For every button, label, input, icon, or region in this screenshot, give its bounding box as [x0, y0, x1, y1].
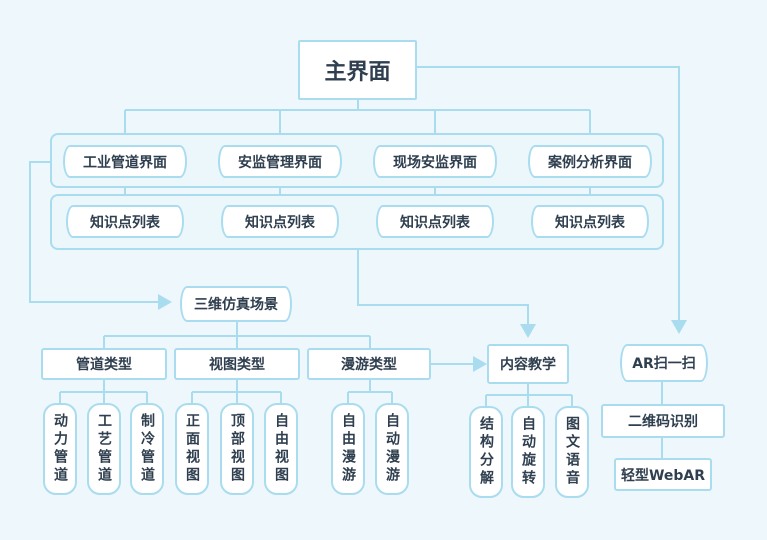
interface-safety-management[interactable]: 安监管理界面: [218, 145, 342, 178]
teaching-auto-rotate[interactable]: 自动旋转: [511, 406, 545, 498]
teaching-structure-breakdown[interactable]: 结构分解: [469, 406, 503, 498]
knowledge-list-1[interactable]: 知识点列表: [66, 205, 184, 238]
roam-type-auto[interactable]: 自动漫游: [375, 403, 409, 495]
category-roam-type[interactable]: 漫游类型: [307, 348, 431, 380]
pipe-type-power[interactable]: 动力管道: [43, 403, 77, 495]
knowledge-list-3[interactable]: 知识点列表: [376, 205, 494, 238]
teaching-graphic-voice[interactable]: 图文语音: [555, 406, 589, 498]
roam-type-free[interactable]: 自由漫游: [331, 403, 365, 495]
ar-scan-node[interactable]: AR扫一扫: [620, 344, 708, 382]
knowledge-list-4[interactable]: 知识点列表: [531, 205, 649, 238]
view-type-free[interactable]: 自由视图: [264, 403, 298, 495]
interface-onsite-safety[interactable]: 现场安监界面: [373, 145, 497, 178]
pipe-type-refrigeration[interactable]: 制冷管道: [130, 403, 164, 495]
category-view-type[interactable]: 视图类型: [174, 348, 300, 380]
view-type-top[interactable]: 顶部视图: [220, 403, 254, 495]
light-webar-node[interactable]: 轻型WebAR: [614, 458, 712, 491]
pipe-type-process[interactable]: 工艺管道: [87, 403, 121, 495]
view-type-front[interactable]: 正面视图: [175, 403, 209, 495]
main-interface-node[interactable]: 主界面: [298, 40, 417, 100]
sim-scene-node[interactable]: 三维仿真场景: [180, 286, 292, 322]
interface-case-analysis[interactable]: 案例分析界面: [528, 145, 652, 178]
knowledge-list-2[interactable]: 知识点列表: [221, 205, 339, 238]
interface-industrial-pipe[interactable]: 工业管道界面: [63, 145, 187, 178]
qr-recognition-node[interactable]: 二维码识别: [601, 404, 725, 438]
category-pipe-type[interactable]: 管道类型: [41, 348, 167, 380]
teaching-node[interactable]: 内容教学: [487, 344, 569, 384]
